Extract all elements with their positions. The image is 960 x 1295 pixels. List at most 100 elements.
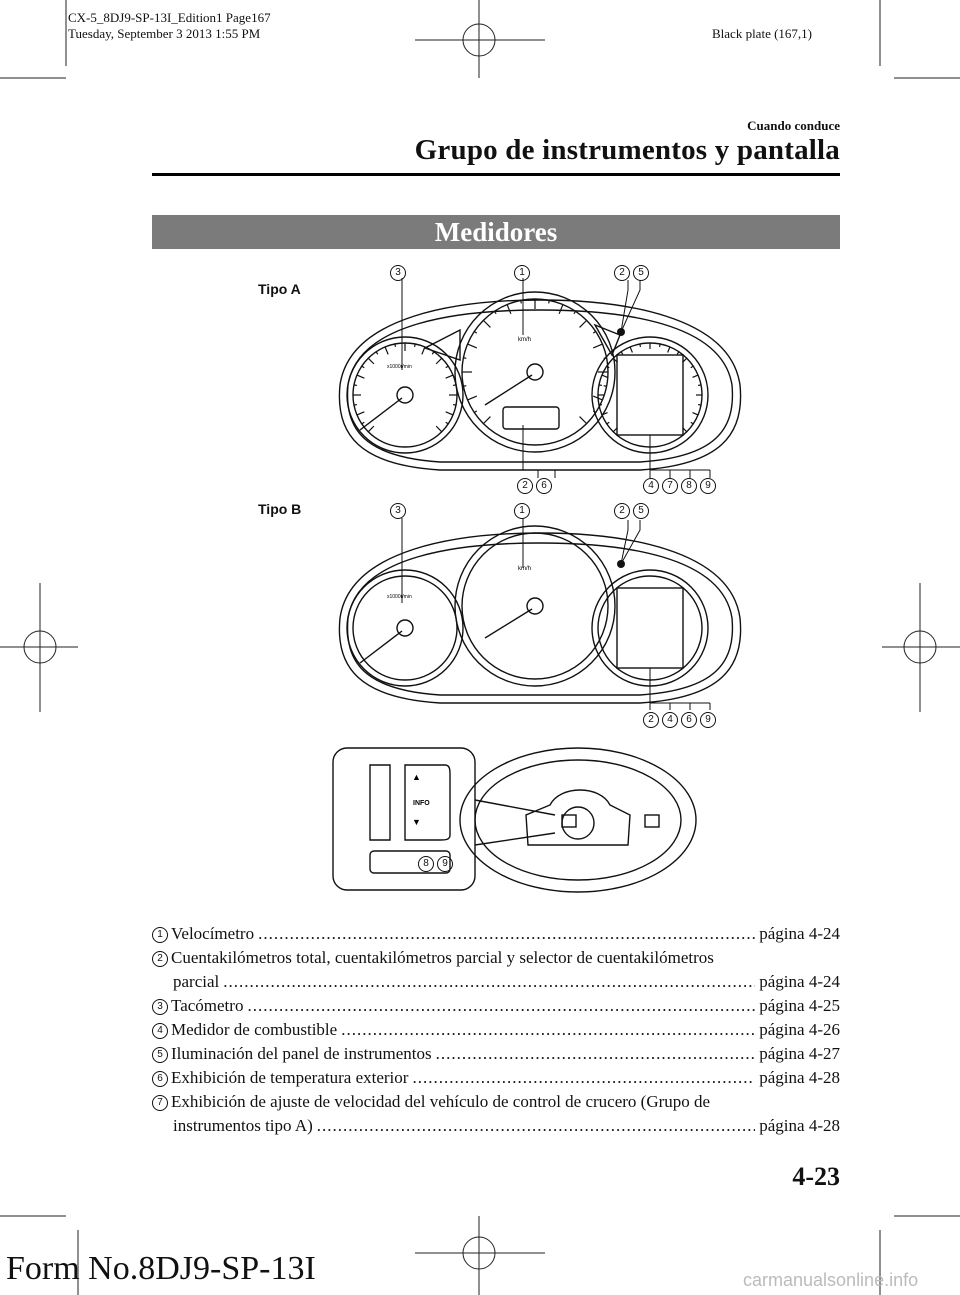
item-number: 6: [152, 1071, 168, 1087]
gauge-tick: [558, 304, 564, 315]
page-number: 4-23: [792, 1162, 840, 1191]
gauge-tick: [592, 330, 597, 334]
callout-2: 2: [643, 712, 659, 728]
gauge-tick: [601, 374, 608, 378]
gauge-tick: [473, 330, 478, 334]
gauge-tick: [629, 346, 633, 353]
callout-3-b: 3: [390, 503, 409, 521]
gauge-tick: [435, 357, 443, 365]
cluster-a: km/h x1000r/min: [338, 278, 742, 478]
section-banner: Medidores: [152, 215, 840, 249]
gauge-tick: [463, 385, 467, 387]
tipo-b-label: Tipo B: [258, 501, 302, 517]
down-arrow-icon: ▼: [412, 817, 421, 827]
gauge-tick: [452, 403, 457, 406]
gauge-tick: [667, 346, 671, 353]
callout-5: 5: [633, 265, 649, 281]
gauge-tick: [367, 425, 375, 433]
gauge-tick: [573, 310, 577, 315]
callout-8: 8: [418, 856, 434, 872]
gauge-tick: [375, 351, 379, 355]
list-item: 5 Iluminación del panel de instrumentos …: [152, 1042, 840, 1066]
gauge-tick: [361, 421, 365, 425]
cluster-b: km/h x1000r/min: [338, 518, 742, 710]
gauge-tick: [506, 304, 512, 315]
gauge-tick: [598, 384, 603, 387]
gauge-tick: [606, 421, 610, 425]
up-arrow-icon: ▲: [412, 772, 421, 782]
callout-3: 3: [390, 265, 406, 281]
callout-6: 6: [681, 712, 697, 728]
callout-2: 2: [517, 478, 533, 494]
item-text: Tacómetro: [171, 996, 244, 1015]
dot-leader: [412, 1066, 755, 1090]
gauge-tick: [353, 403, 358, 406]
gauge-tick: [682, 357, 688, 363]
callout-5: 5: [633, 503, 649, 519]
item-text: Exhibición de temperatura exterior: [171, 1068, 409, 1087]
gauge-tick: [445, 365, 449, 369]
item-text-cont: parcial: [173, 972, 220, 991]
gauge-tick: [697, 403, 702, 406]
callout-1-a: 1: [514, 265, 533, 283]
section-title: Grupo de instrumentos y pantalla: [414, 134, 840, 166]
list-item: 7 Exhibición de ajuste de velocidad del …: [152, 1090, 840, 1114]
list-item-continued: parcial página 4-24: [152, 970, 840, 994]
gauge-tick: [520, 300, 522, 304]
list-item: 3 Tacómetro página 4-25: [152, 994, 840, 1018]
gauge-tick: [601, 412, 608, 416]
item-page: página 4-26: [759, 1020, 840, 1039]
item-text: Exhibición de ajuste de velocidad del ve…: [171, 1092, 711, 1111]
speed-unit-b: km/h: [518, 566, 531, 572]
callout-2: 2: [614, 265, 630, 281]
list-item: 4 Medidor de combustible página 4-26: [152, 1018, 840, 1042]
tipo-a-label: Tipo A: [258, 281, 301, 297]
gauge-tick: [612, 357, 618, 363]
gauge-tick: [467, 395, 478, 401]
callout-2: 2: [614, 503, 630, 519]
gauge-tick: [445, 411, 454, 416]
print-date: Tuesday, September 3 2013 1:55 PM: [68, 26, 261, 41]
gauge-tick: [463, 357, 467, 359]
dot-leader: [317, 1114, 755, 1138]
callout-9: 9: [700, 478, 716, 494]
gauge-tick: [579, 416, 588, 425]
gauge-tick: [603, 385, 607, 387]
dot-leader: [341, 1018, 755, 1042]
gauge-tick: [431, 351, 435, 355]
dot-leader: [258, 922, 755, 946]
gauge-tick: [452, 384, 457, 387]
section-label: Cuando conduce: [747, 118, 840, 133]
callout-4: 4: [643, 478, 659, 494]
gauge-tick: [592, 395, 603, 401]
rpm-unit-b: x1000r/min: [387, 594, 412, 600]
list-item: 2 Cuentakilómetros total, cuentakilómetr…: [152, 946, 840, 970]
item-text: Iluminación del panel de instrumentos: [171, 1044, 432, 1063]
gauge-tick: [603, 357, 607, 359]
gauge-tick: [690, 421, 694, 425]
item-number: 3: [152, 999, 168, 1015]
gauge-tick: [592, 410, 597, 414]
title-rule: [152, 173, 840, 176]
item-page: página 4-28: [759, 1116, 840, 1135]
gauge-tick: [445, 374, 454, 379]
item-text: Velocímetro: [171, 924, 255, 943]
gauge-tick: [658, 343, 661, 348]
gauge-tick: [697, 384, 702, 387]
callout-6: 6: [536, 478, 552, 494]
item-number: 2: [152, 951, 168, 967]
list-item-continued: instrumentos tipo A) página 4-28: [152, 1114, 840, 1138]
gauge-tick: [421, 346, 426, 355]
dot-leader: [436, 1042, 756, 1066]
gauge-tick: [356, 374, 365, 379]
callout-7: 7: [662, 478, 678, 494]
item-page: página 4-25: [759, 996, 840, 1015]
gauge-tick: [620, 351, 624, 355]
list-item: 1 Velocímetro página 4-24: [152, 922, 840, 946]
dot-leader: [247, 994, 755, 1018]
callout-1-b: 1: [514, 503, 533, 521]
